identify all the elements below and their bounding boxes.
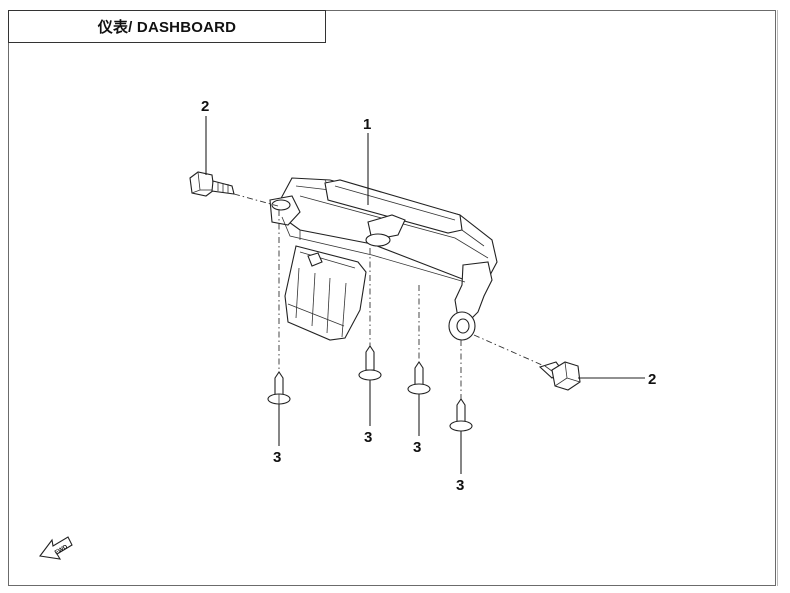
callout-bolt-left: 2 [201,98,209,115]
callout-screw-4: 3 [456,477,464,494]
callout-dashboard: 1 [363,116,371,133]
screw-3 [407,361,431,395]
callout-screw-2: 3 [364,429,372,446]
screw-4 [449,398,473,432]
callout-bolt-right: 2 [648,371,656,388]
callout-screw-3: 3 [413,439,421,456]
flange-bolt-right [538,361,581,391]
drawing-frame [8,10,776,586]
forward-arrow-icon: FWD [39,536,73,560]
callout-screw-1: 3 [273,449,281,466]
bolt-left-axis [233,193,279,207]
screw-1 [267,371,291,405]
frame-edge [777,10,778,586]
screw-2 [358,345,382,381]
flange-bolt-left [189,171,235,197]
bolt-right-axis [473,334,543,366]
page-title: 仪表/ DASHBOARD [8,10,326,43]
dashboard-assembly [269,177,498,341]
